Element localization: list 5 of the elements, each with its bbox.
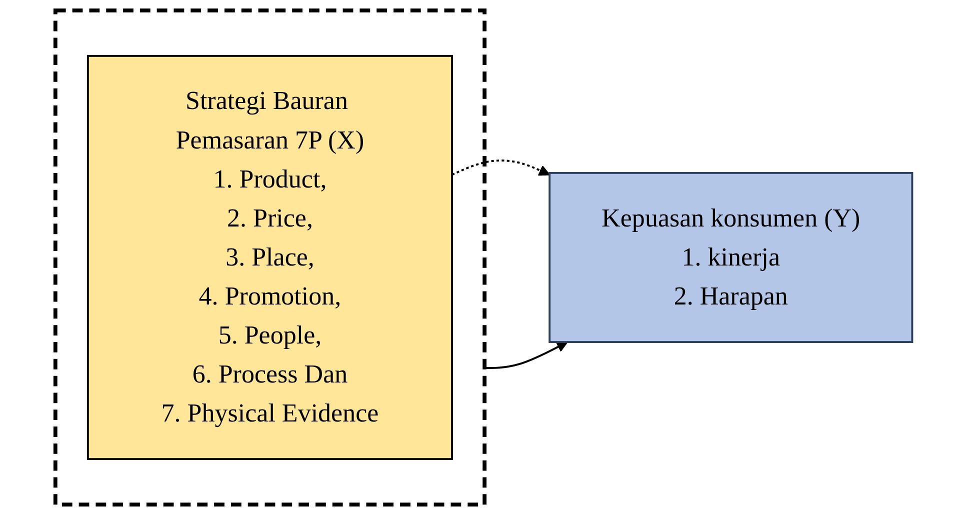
arrow xyxy=(484,342,568,369)
node-box: Strategi Bauran Pemasaran 7P (X) 1. Product, 2. Price, 3. Place, 4. Promotion, 5. People, 6. Process Dan 7. Physical Evidence xyxy=(86,54,453,460)
node-box: Kepuasan konsumen (Y) 1. kinerja 2. Harapan xyxy=(548,172,913,343)
arrow xyxy=(451,160,550,176)
cluster xyxy=(53,8,486,507)
